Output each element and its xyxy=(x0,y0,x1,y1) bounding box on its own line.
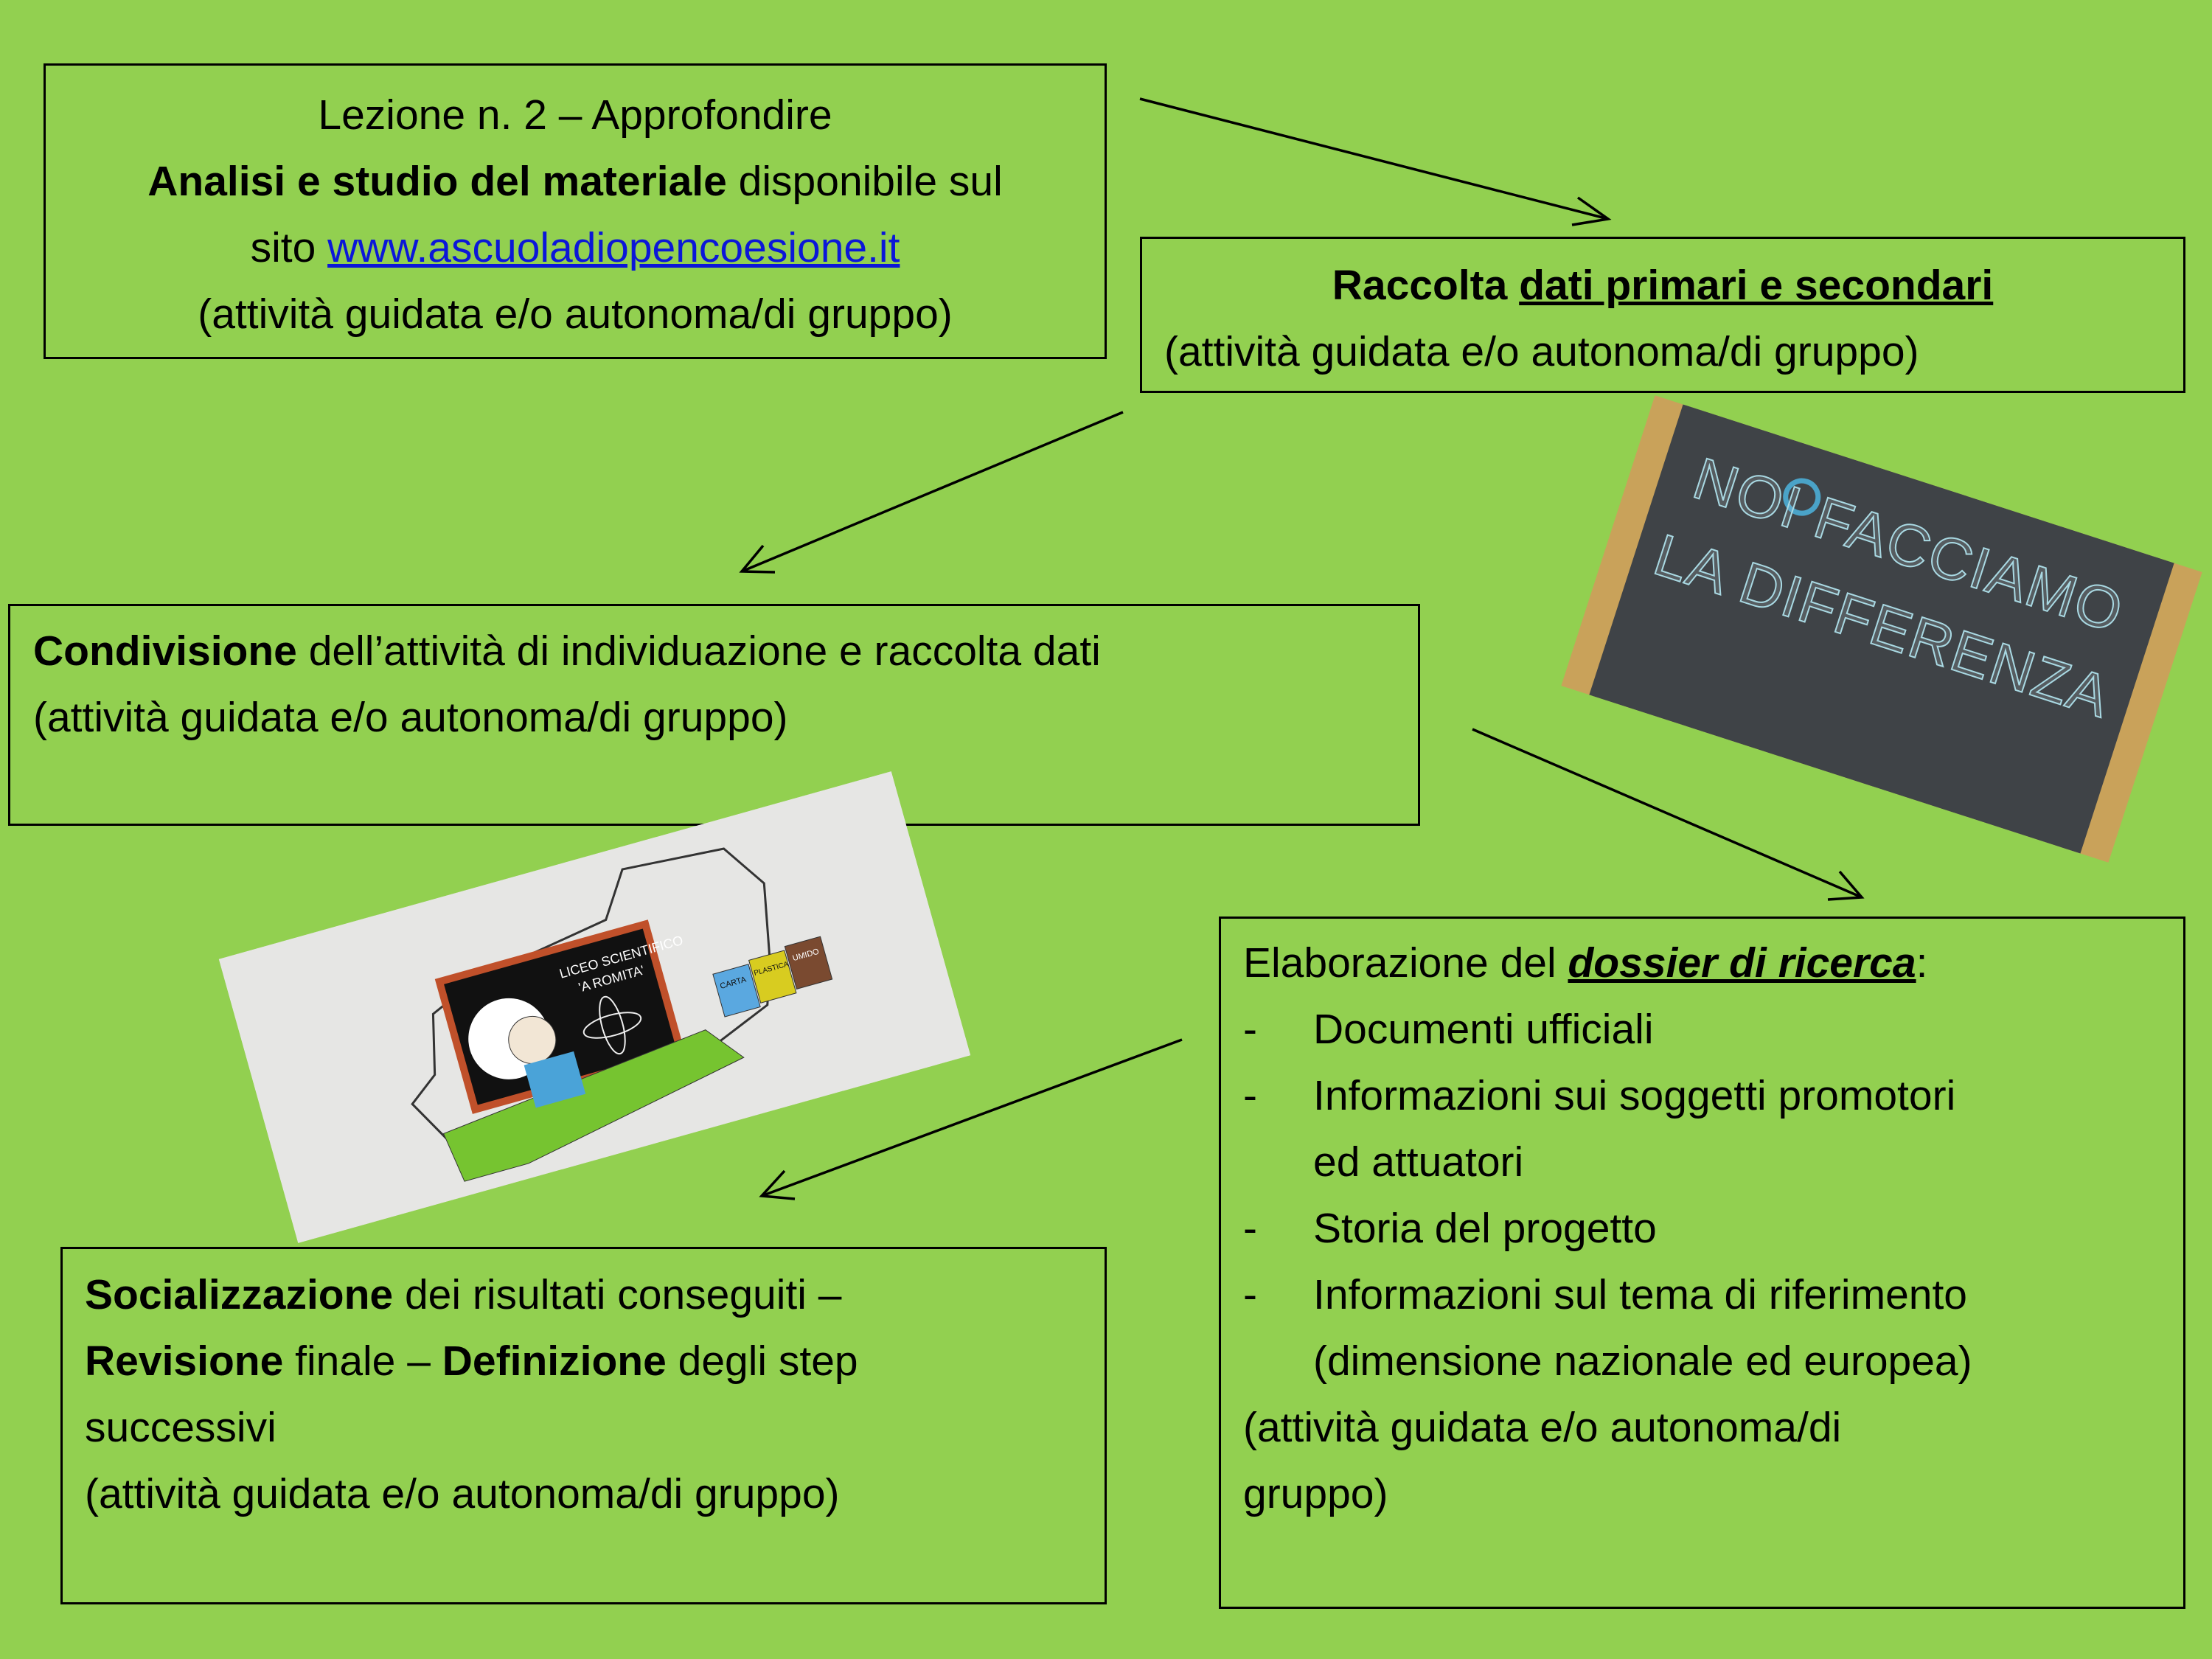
list-item-text: (dimensione nazionale ed europea) xyxy=(1313,1338,1972,1385)
list-item-text: Documenti ufficiali xyxy=(1313,1006,1654,1053)
list-item-continuation: ed attuatori xyxy=(1243,1129,2183,1195)
analysis-bold: Analisi e studio del materiale xyxy=(147,158,727,205)
box-data-collection: Raccolta dati primari e secondari (attiv… xyxy=(1140,237,2185,393)
box-lesson-approfondire: Lezione n. 2 – Approfondire Analisi e st… xyxy=(44,63,1107,359)
dossier-colon: : xyxy=(1916,939,1928,987)
drawing-illustration: LICEO SCIENTIFICO 'A ROMITA' CARTA PLAST… xyxy=(218,771,971,1243)
recycle-symbol-icon xyxy=(1783,478,1821,516)
box-socialization: Socializzazione dei risultati conseguiti… xyxy=(60,1247,1107,1604)
activity-note: (attività guidata e/o autonoma/di gruppo… xyxy=(85,1470,840,1517)
arrow-4 xyxy=(759,1038,1183,1200)
list-item: - Documenti ufficiali xyxy=(1243,996,2183,1062)
dossier-emph: dossier di ricerca xyxy=(1568,939,1916,987)
chalkboard-photo: NOI FACCIAMO LA DIFFERENZA xyxy=(1561,395,2202,863)
arrow-3 xyxy=(1472,728,1865,901)
list-item: - Informazioni sul tema di riferimento xyxy=(1243,1262,2183,1328)
collection-underlined: dati primari e secondari xyxy=(1519,262,1994,309)
list-item-text: Informazioni sui soggetti promotori xyxy=(1313,1072,1956,1119)
activity-note: (attività guidata e/o autonoma/di gruppo… xyxy=(198,291,953,338)
activity-note-cont: gruppo) xyxy=(1243,1470,1388,1517)
box-dossier: Elaborazione del dossier di ricerca: - Do… xyxy=(1219,917,2185,1609)
bullet: - xyxy=(1243,1072,1257,1119)
definition-rest: degli step xyxy=(666,1338,858,1385)
sharing-bold: Condivisione xyxy=(33,627,297,675)
bullet: - xyxy=(1243,1205,1257,1252)
socialization-rest: dei risultati conseguiti – xyxy=(393,1271,842,1318)
activity-note: (attività guidata e/o autonoma/di xyxy=(1243,1404,1842,1451)
revision-bold: Revisione xyxy=(85,1338,284,1385)
box-sharing: Condivisione dell’attività di individuaz… xyxy=(8,604,1420,826)
revision-rest: finale – xyxy=(283,1338,442,1385)
bullet: - xyxy=(1243,1006,1257,1053)
socialization-bold: Socializzazione xyxy=(85,1271,394,1318)
sharing-rest: dell’attività di individuazione e raccol… xyxy=(296,627,1101,675)
list-item-text: Informazioni sul tema di riferimento xyxy=(1313,1271,1968,1318)
analysis-rest: disponibile sul xyxy=(726,158,1003,205)
list-item: - Storia del progetto xyxy=(1243,1195,2183,1262)
arrow-2 xyxy=(739,411,1124,574)
list-item-text: Storia del progetto xyxy=(1313,1205,1657,1252)
collection-bold: Raccolta xyxy=(1332,262,1520,309)
list-item-continuation: (dimensione nazionale ed europea) xyxy=(1243,1328,2183,1394)
bullet: - xyxy=(1243,1271,1257,1318)
arrow-1 xyxy=(1139,97,1612,226)
list-item: - Informazioni sui soggetti promotori xyxy=(1243,1062,2183,1129)
definition-bold: Definizione xyxy=(442,1338,667,1385)
website-link[interactable]: www.ascuoladiopencoesione.it xyxy=(327,224,900,271)
list-item-text: ed attuatori xyxy=(1313,1138,1524,1186)
successivi: successivi xyxy=(85,1404,276,1451)
dossier-prefix: Elaborazione del xyxy=(1243,939,1568,987)
site-prefix: sito xyxy=(250,224,328,271)
activity-note: (attività guidata e/o autonoma/di gruppo… xyxy=(1164,328,1919,375)
activity-note: (attività guidata e/o autonoma/di gruppo… xyxy=(33,694,788,741)
lesson-title: Lezione n. 2 – Approfondire xyxy=(318,91,832,139)
